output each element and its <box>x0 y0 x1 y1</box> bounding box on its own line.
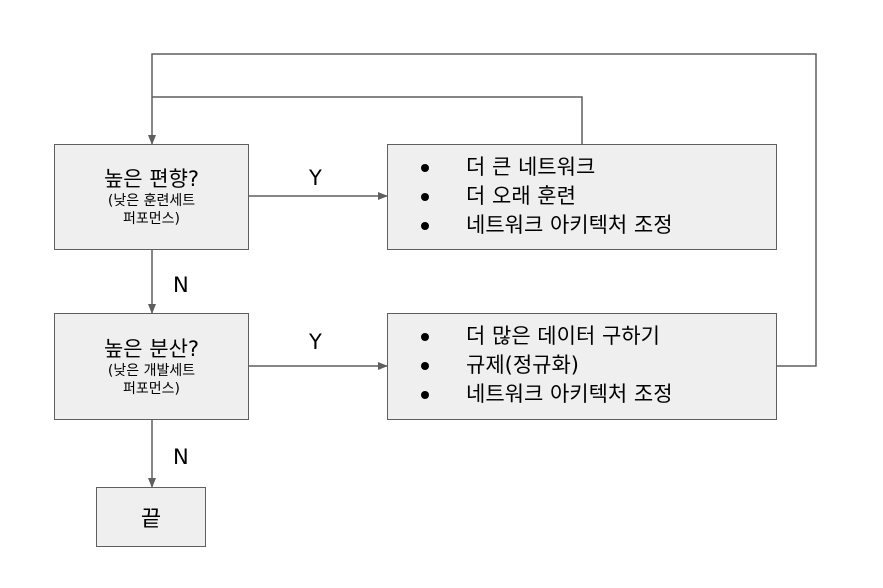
actions-high-bias: 더 큰 네트워크 더 오래 훈련 네트워크 아키텍처 조정 <box>387 144 777 250</box>
label-no-bias: N <box>173 273 189 297</box>
decision-high-variance-sub-1: (낮은 개발세트 <box>107 362 196 379</box>
loop-bias-actions <box>152 96 583 144</box>
label-yes-bias: Y <box>309 166 322 190</box>
decision-high-variance-question: 높은 분산? <box>103 336 200 361</box>
actions-high-variance: 더 많은 데이터 구하기 규제(정규화) 네트워크 아키텍처 조정 <box>387 313 777 420</box>
decision-high-bias-sub-1: (낮은 훈련세트 <box>107 193 196 209</box>
decision-high-bias: 높은 편향? (낮은 훈련세트 퍼포먼스) <box>54 144 249 250</box>
end-label: 끝 <box>140 507 162 532</box>
action-bias-item: 더 오래 훈련 <box>388 182 776 211</box>
decision-high-variance-sub-2: 퍼포먼스) <box>123 380 180 397</box>
loop-variance-actions <box>148 53 817 367</box>
action-variance-item: 더 많은 데이터 구하기 <box>388 322 776 351</box>
label-no-variance: N <box>173 445 189 469</box>
action-bias-item: 네트워크 아키텍처 조정 <box>388 211 776 240</box>
label-yes-variance: Y <box>309 330 322 354</box>
end-box: 끝 <box>96 487 206 547</box>
decision-high-variance: 높은 분산? (낮은 개발세트 퍼포먼스) <box>54 313 249 420</box>
action-variance-item: 규제(정규화) <box>388 351 776 380</box>
decision-high-bias-sub-2: 퍼포먼스) <box>123 211 180 227</box>
action-bias-item: 더 큰 네트워크 <box>388 153 776 182</box>
action-variance-item: 네트워크 아키텍처 조정 <box>388 380 776 409</box>
decision-high-bias-question: 높은 편향? <box>103 167 200 191</box>
